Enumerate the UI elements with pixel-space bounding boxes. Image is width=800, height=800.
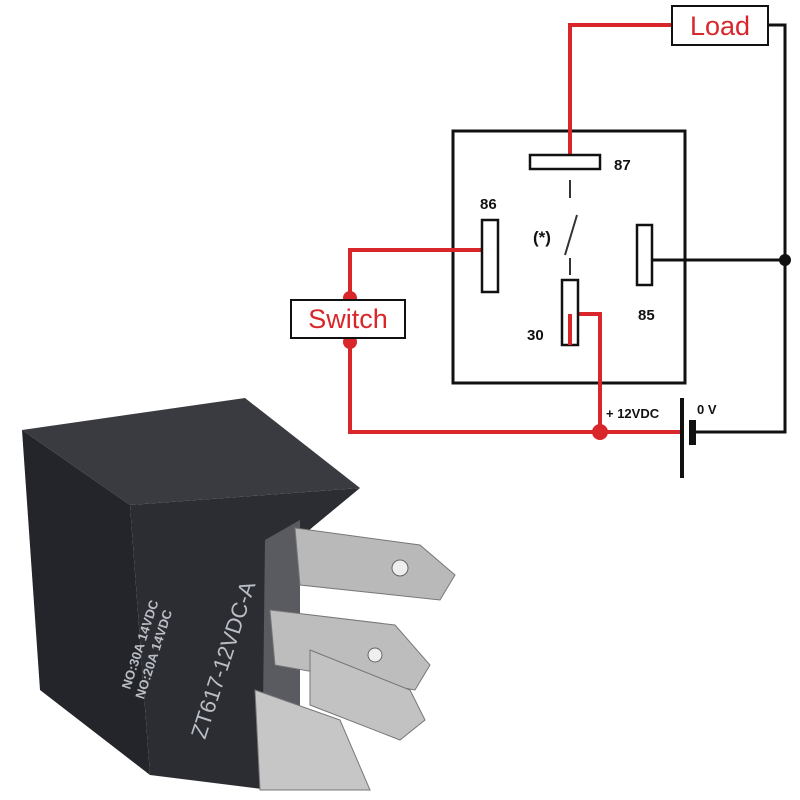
load-wire xyxy=(568,23,672,160)
load-label: Load xyxy=(690,11,750,41)
ground-wire xyxy=(695,23,787,434)
junction-dot xyxy=(779,254,791,266)
pin-85-label: 85 xyxy=(638,307,655,324)
battery-positive-label: + 12VDC xyxy=(606,406,660,421)
pin-30-label: 30 xyxy=(527,327,544,344)
pin-87-label: 87 xyxy=(614,157,631,174)
ground-wires xyxy=(451,23,787,434)
pin-85 xyxy=(635,223,654,287)
pin-86-label: 86 xyxy=(480,196,497,213)
battery-negative-plate xyxy=(689,420,696,445)
switch-label: Switch xyxy=(308,304,388,334)
supply-wire xyxy=(348,338,680,434)
relay-pin xyxy=(294,527,456,601)
relay-top-face xyxy=(22,398,360,505)
relay-left-face xyxy=(22,430,150,775)
contact-switch-symbol xyxy=(564,180,578,275)
relay-pins xyxy=(480,153,654,347)
battery-negative-label: 0 V xyxy=(697,402,717,417)
relay-front-face xyxy=(130,488,360,790)
pin-87 xyxy=(528,153,602,171)
positive-wires xyxy=(348,23,680,434)
junction-dot xyxy=(592,424,608,440)
switch-symbol-label: (*) xyxy=(533,228,551,247)
switch-box xyxy=(290,299,406,339)
pin86-wire xyxy=(348,248,486,300)
load-box xyxy=(671,5,769,46)
relay-pin xyxy=(309,649,426,741)
pin-86 xyxy=(480,218,500,294)
relay-pin xyxy=(254,689,371,791)
relay-photo: NO:30A 14VDC NO:20A 14VDC ZT617-12VDC-A xyxy=(22,398,456,791)
pin30-wire xyxy=(570,312,602,432)
